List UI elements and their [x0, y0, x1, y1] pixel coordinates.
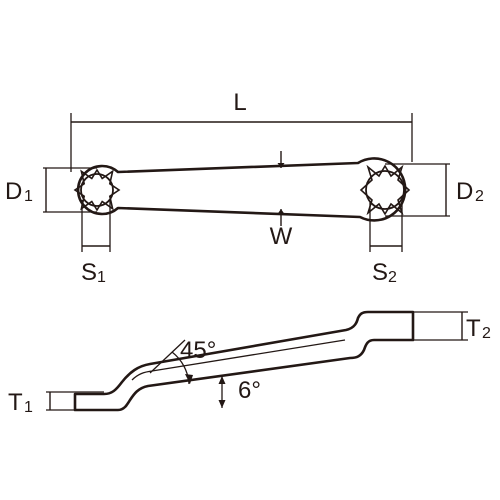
s1-label: S 1 — [81, 259, 106, 286]
t1-label: T 1 — [8, 389, 33, 416]
wrench-side-view: 45° 6° T 1 T 2 — [8, 310, 491, 416]
width-label: W — [270, 223, 293, 250]
angle-45-arc — [171, 351, 190, 385]
d1-label-sub: 1 — [24, 188, 33, 205]
d2-label-sub: 2 — [475, 188, 484, 205]
right-ring-inner-circle — [365, 170, 405, 210]
right-12-point-ring — [359, 164, 411, 216]
t1-label-main: T — [8, 389, 23, 416]
s1-label-sub: 1 — [97, 269, 106, 286]
wrench-body-outline — [76, 157, 407, 222]
w-arrowhead-bottom — [277, 209, 285, 214]
angle-45-label: 45° — [180, 337, 216, 364]
t2-label-sub: 2 — [482, 325, 491, 342]
left-12-point-ring — [73, 168, 121, 212]
s2-label: S 2 — [372, 259, 397, 286]
angle-45-reference-line — [149, 339, 186, 374]
w-arrowhead-top — [277, 163, 285, 168]
d1-label: D 1 — [5, 178, 33, 205]
left-ring-inner-circle — [80, 173, 114, 207]
angle-6-arrowhead-top — [218, 376, 226, 384]
wrench-top-view: L W D 1 D 2 S 1 S 2 — [5, 89, 484, 286]
t2-label: T 2 — [466, 315, 491, 342]
s1-label-main: S — [81, 259, 97, 286]
t2-label-main: T — [466, 315, 481, 342]
d2-label-main: D — [456, 178, 473, 205]
s2-label-sub: 2 — [388, 269, 397, 286]
angle-6-arrowhead-bottom — [218, 400, 226, 408]
d2-label: D 2 — [456, 178, 484, 205]
angle-6-label: 6° — [238, 377, 261, 404]
length-label: L — [233, 89, 246, 116]
t1-label-sub: 1 — [24, 399, 33, 416]
angle-45-arrowhead — [185, 374, 193, 384]
s2-label-main: S — [372, 259, 388, 286]
d1-label-main: D — [5, 178, 22, 205]
